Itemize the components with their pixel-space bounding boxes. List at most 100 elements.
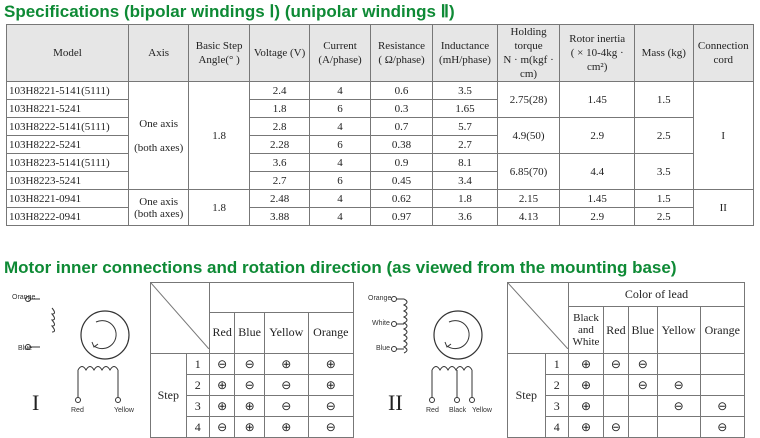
model-cell: 103H8223-5141(5111): [6, 153, 129, 172]
col-header: Red: [208, 311, 236, 355]
polarity-cell: ⊖: [234, 353, 265, 375]
col-header: Orange: [699, 306, 746, 354]
header-inductance: Inductance(mH/phase): [432, 24, 498, 82]
inertia-cell: 1.45: [559, 81, 636, 118]
step-label: Step: [507, 353, 546, 438]
model-cell: 103H8221-5141(5111): [6, 81, 129, 100]
torque-cell: 4.13: [496, 207, 561, 226]
lead-label-yellow: Yellow: [472, 407, 492, 414]
wiring-diagram-unipolar: [391, 296, 483, 403]
step-angle-cell: 1.8: [188, 189, 250, 226]
voltage-cell: 3.88: [248, 207, 311, 226]
resistance-cell: 0.97: [369, 207, 434, 226]
polarity-cell: ⊕: [568, 395, 604, 417]
rotation-table-unipolar: Color of lead Black and White Red Blue Y…: [507, 281, 746, 438]
header-voltage: Voltage (V): [248, 24, 311, 82]
polarity-cell: ⊕: [234, 395, 265, 417]
polarity-cell: ⊖: [699, 416, 746, 438]
inductance-cell: 2.7: [432, 135, 498, 154]
voltage-cell: 3.6: [248, 153, 311, 172]
step-number: 3: [185, 395, 211, 417]
step-number: 2: [185, 374, 211, 396]
col-header: Yellow: [263, 311, 309, 355]
step-number: 1: [185, 353, 211, 375]
inductance-cell: 3.4: [432, 171, 498, 190]
color-of-lead-header: Color of lead: [568, 281, 745, 308]
lead-label-blue: Blue: [376, 345, 391, 352]
voltage-cell: 2.8: [248, 117, 311, 136]
step-number: 4: [544, 416, 570, 438]
current-cell: 6: [309, 99, 371, 118]
rotation-table-bipolar: Red Blue Yellow Orange Step 1 ⊖ ⊖ ⊕ ⊕ 2 …: [150, 282, 355, 438]
diagram-number: II: [388, 390, 403, 415]
resistance-cell: 0.38: [369, 135, 434, 154]
model-cell: 103H8222-5141(5111): [6, 117, 129, 136]
lead-label-yellow: Yellow: [114, 407, 134, 414]
voltage-cell: 2.48: [248, 189, 311, 208]
current-cell: 6: [309, 171, 371, 190]
inductance-cell: 5.7: [432, 117, 498, 136]
lead-label-red: Red: [71, 407, 84, 414]
polarity-cell: [627, 395, 658, 417]
inertia-cell: 2.9: [559, 207, 636, 226]
mass-cell: 2.5: [634, 117, 694, 154]
diagram-number: I: [32, 390, 40, 415]
lead-label-blue: Blue: [18, 345, 33, 352]
inductance-cell: 3.6: [432, 207, 498, 226]
polarity-cell: [656, 353, 701, 375]
col-header: Blue: [234, 311, 265, 355]
voltage-cell: 2.28: [248, 135, 311, 154]
color-header: [209, 282, 354, 313]
polarity-cell: ⊕: [208, 374, 236, 396]
polarity-cell: ⊕: [234, 416, 265, 438]
header-axis: Axis: [127, 24, 190, 82]
resistance-cell: 0.62: [369, 189, 434, 208]
resistance-cell: 0.7: [369, 117, 434, 136]
polarity-cell: ⊖: [603, 416, 629, 438]
col-header: Red: [603, 306, 629, 354]
axis-cell: One axis(both axes): [127, 81, 190, 190]
polarity-cell: ⊕: [568, 374, 604, 396]
polarity-cell: ⊕: [263, 416, 309, 438]
polarity-cell: ⊕: [568, 416, 604, 438]
header-model: Model: [6, 24, 129, 82]
polarity-cell: ⊖: [699, 395, 746, 417]
current-cell: 4: [309, 207, 371, 226]
polarity-cell: ⊕: [263, 353, 309, 375]
polarity-cell: [656, 416, 701, 438]
col-header: Orange: [307, 311, 355, 355]
table-corner: [507, 282, 569, 354]
voltage-cell: 2.4: [248, 81, 311, 100]
polarity-cell: ⊖: [307, 395, 355, 417]
mass-cell: 3.5: [634, 153, 694, 190]
mass-cell: 2.5: [634, 207, 694, 226]
wiring-diagram-bipolar: [25, 296, 130, 403]
model-cell: 103H8222-5241: [6, 135, 129, 154]
inertia-cell: 2.9: [559, 117, 636, 154]
step-number: 1: [544, 353, 570, 375]
polarity-cell: ⊖: [263, 374, 309, 396]
polarity-cell: ⊕: [307, 353, 355, 375]
voltage-cell: 2.7: [248, 171, 311, 190]
polarity-cell: ⊖: [627, 353, 658, 375]
model-cell: 103H8222-0941: [6, 207, 129, 226]
header-current: Current(A/phase): [309, 24, 371, 82]
polarity-cell: ⊖: [263, 395, 309, 417]
header-rotor-inertia: Rotor inertia( × 10-4kg · cm²): [559, 24, 636, 82]
inductance-cell: 1.8: [432, 189, 498, 208]
polarity-cell: ⊖: [208, 353, 236, 375]
col-header: Blue: [627, 306, 658, 354]
model-cell: 103H8221-5241: [6, 99, 129, 118]
lead-label-orange: Orange: [12, 294, 36, 301]
step-number: 4: [185, 416, 211, 438]
diagonal-line: [507, 282, 569, 350]
step-label: Step: [150, 353, 187, 438]
resistance-cell: 0.45: [369, 171, 434, 190]
polarity-cell: ⊖: [208, 416, 236, 438]
current-cell: 4: [309, 81, 371, 100]
header-mass: Mass (kg): [634, 24, 694, 82]
lead-label-white: White: [372, 320, 390, 327]
cord-cell: II: [692, 189, 754, 226]
